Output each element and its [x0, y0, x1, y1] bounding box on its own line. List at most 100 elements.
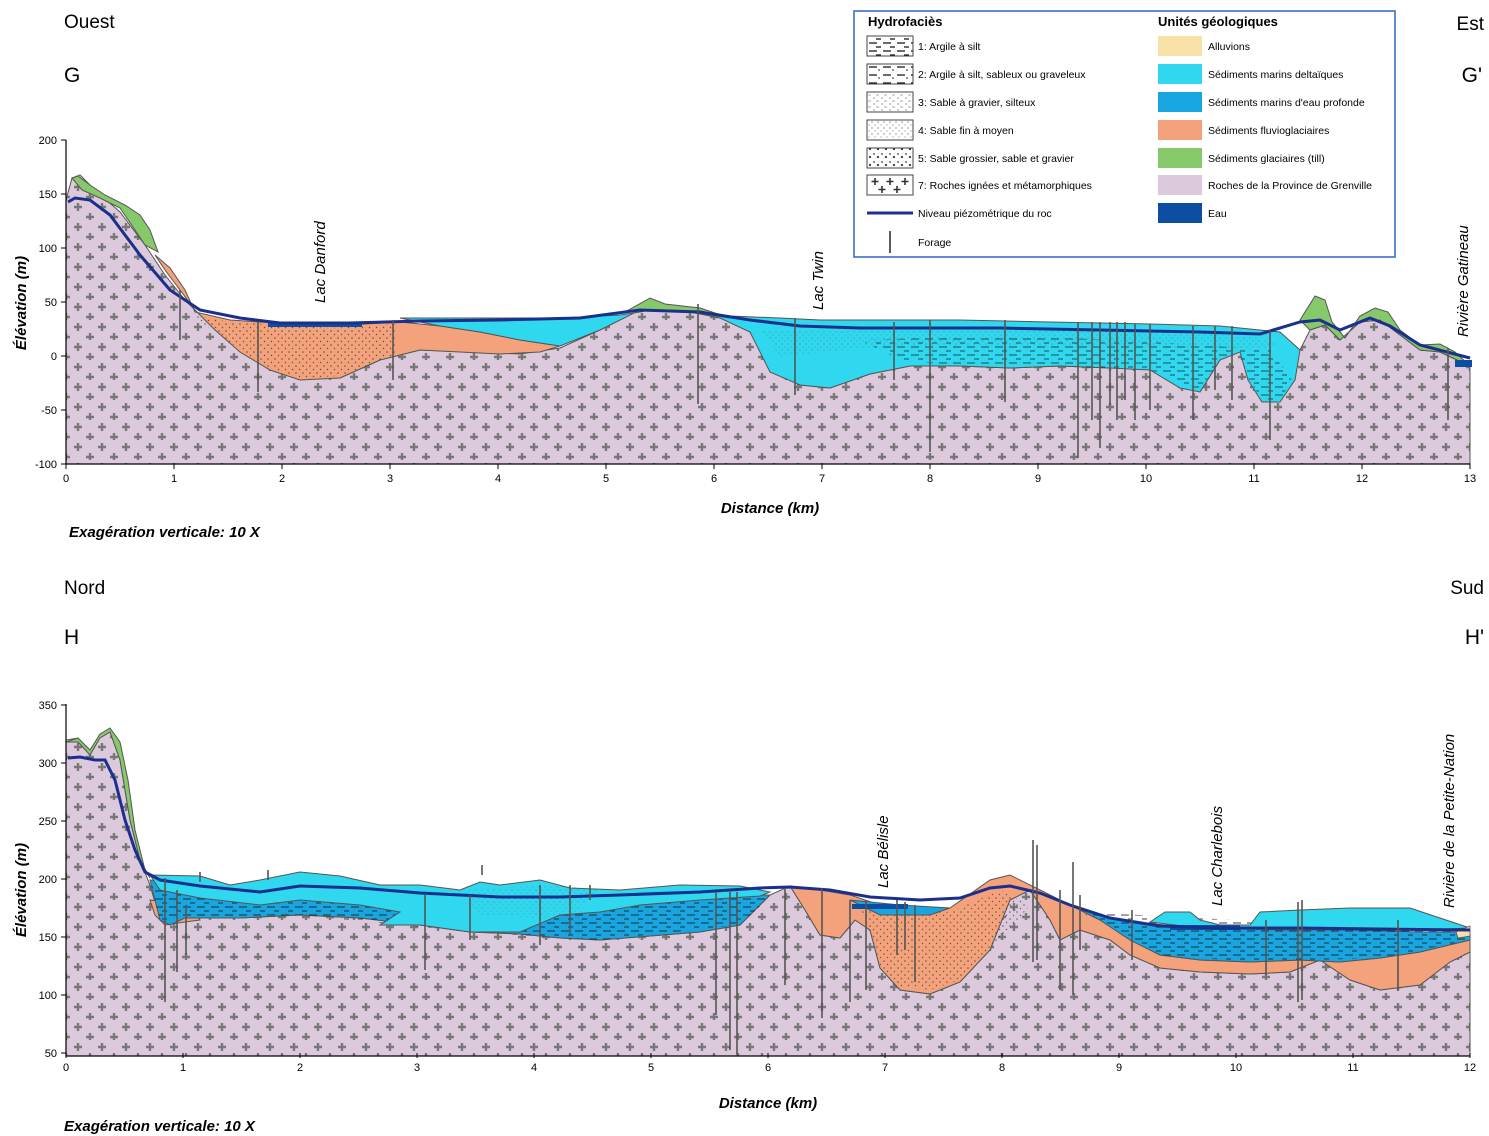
g-x-tick-label: 3 — [387, 473, 393, 485]
legend-swatch-deep-marine — [1158, 92, 1202, 112]
g-place-riviere-gatineau: Rivière Gatineau — [1455, 225, 1472, 337]
legend-swatch-sable-fin — [866, 119, 914, 141]
legend-hydro-item-2: 2: Argile à silt, sableux ou graveleux — [918, 69, 1086, 81]
h-x-tick-label: 12 — [1464, 1062, 1476, 1074]
h-piezometric-line — [67, 755, 1471, 932]
h-place-riviere-petite-nation: Rivière de la Petite-Nation — [1441, 734, 1458, 908]
h-vertical-exaggeration: Exagération verticale: 10 X — [64, 1118, 256, 1135]
h-y-tick-label: 50 — [45, 1048, 57, 1060]
g-x-tick-label: 6 — [711, 473, 717, 485]
g-x-tick-label: 7 — [819, 473, 825, 485]
g-x-tick-label: 13 — [1464, 473, 1476, 485]
h-x-tick-label: 0 — [63, 1062, 69, 1074]
g-x-tick-label: 5 — [603, 473, 609, 485]
g-x-tick-label: 12 — [1356, 473, 1368, 485]
h-boreholes — [164, 840, 1399, 1055]
legend-swatch-argile-sableux — [866, 63, 914, 85]
g-x-tick-label: 2 — [279, 473, 285, 485]
legend-swatch-sable-gravier-silteux — [866, 91, 914, 113]
h-x-tick-marks — [65, 1053, 1471, 1058]
h-place-lac-belisle: Lac Bélisle — [875, 815, 892, 888]
g-vertical-exaggeration: Exagération verticale: 10 X — [69, 524, 261, 541]
h-x-tick-label: 11 — [1347, 1062, 1358, 1074]
g-x-tick-marks — [65, 464, 1471, 469]
legend-swatch-till — [1158, 148, 1202, 168]
g-x-tick-label: 8 — [927, 473, 933, 485]
h-x-tick-label: 2 — [297, 1062, 303, 1074]
legend-geo-item-deltaic: Sédiments marins deltaïques — [1208, 69, 1343, 81]
h-x-tick-label: 7 — [882, 1062, 888, 1074]
legend-geo-item-alluvions: Alluvions — [1208, 41, 1250, 53]
h-deltaic-texture — [460, 885, 600, 918]
legend-swatch-sable-grossier — [866, 147, 914, 169]
g-x-tick-label: 11 — [1248, 473, 1259, 485]
legend-hydro-item-4: 4: Sable fin à moyen — [918, 125, 1014, 137]
legend-swatch-argile-silt — [866, 35, 914, 57]
h-x-tick-label: 1 — [180, 1062, 186, 1074]
legend-hydro-item-7: 7: Roches ignées et métamorphiques — [918, 180, 1092, 192]
legend: Hydrofaciès Unités géologiques 1: Argile… — [853, 10, 1396, 258]
legend-swatch-alluvions — [1158, 36, 1202, 56]
g-x-tick-label: 1 — [171, 473, 177, 485]
legend-geo-title: Unités géologiques — [1158, 14, 1278, 29]
g-x-tick-label: 10 — [1140, 473, 1152, 485]
section-g-left-id: G — [64, 64, 80, 87]
legend-hydro-item-piezo: Niveau piézométrique du roc — [918, 208, 1052, 220]
g-till-west — [71, 175, 159, 254]
legend-geo-item-till: Sédiments glaciaires (till) — [1208, 153, 1325, 165]
h-x-tick-label: 4 — [531, 1062, 537, 1074]
section-h: Nord Sud H H' — [13, 578, 1484, 1135]
g-y-tick-label: 150 — [39, 189, 57, 201]
legend-swatch-fluvioglacial — [1158, 120, 1202, 140]
h-y-tick-label: 250 — [39, 816, 57, 828]
g-piezometric-line — [67, 196, 1471, 360]
legend-hydro-item-3: 3: Sable à gravier, silteux — [918, 97, 1036, 109]
legend-swatch-water — [1158, 203, 1202, 223]
g-y-tick-label: -50 — [41, 405, 57, 417]
g-y-tick-label: 100 — [39, 243, 57, 255]
section-h-left-id: H — [64, 626, 79, 649]
g-y-tick-label: 0 — [51, 351, 57, 363]
g-deep-marine-unit — [860, 336, 1292, 400]
h-x-tick-label: 9 — [1116, 1062, 1122, 1074]
legend-hydro-title: Hydrofaciès — [868, 14, 942, 29]
g-water-riviere-gatineau — [1455, 360, 1472, 367]
legend-geo-item-deep-marine: Sédiments marins d'eau profonde — [1208, 97, 1365, 109]
g-y-tick-label: 50 — [45, 297, 57, 309]
g-x-tick-label: 4 — [495, 473, 501, 485]
h-y-axis-label: Élévation (m) — [13, 843, 30, 937]
legend-hydro-item-forage: Forage — [918, 237, 951, 249]
g-boreholes — [179, 290, 1449, 458]
section-g-west-label: Ouest — [64, 12, 115, 33]
h-place-lac-charlebois: Lac Charlebois — [1209, 805, 1226, 906]
section-h-west-label: Nord — [64, 578, 105, 599]
h-x-axis-label: Distance (km) — [719, 1095, 817, 1112]
section-g-right-id: G' — [1462, 64, 1482, 87]
h-x-tick-label: 10 — [1230, 1062, 1242, 1074]
h-y-tick-marks — [61, 704, 66, 1054]
section-h-right-id: H' — [1465, 626, 1484, 649]
h-x-tick-label: 8 — [999, 1062, 1005, 1074]
g-x-tick-label: 0 — [63, 473, 69, 485]
section-h-east-label: Sud — [1450, 578, 1484, 599]
legend-geo-item-bedrock: Roches de la Province de Grenville — [1208, 180, 1372, 192]
h-x-tick-label: 5 — [648, 1062, 654, 1074]
legend-swatch-roches-ignees-crosses — [871, 178, 909, 193]
h-y-tick-label: 350 — [39, 700, 57, 712]
h-y-tick-label: 150 — [39, 932, 57, 944]
h-x-tick-label: 6 — [765, 1062, 771, 1074]
legend-geo-item-water: Eau — [1208, 208, 1227, 220]
g-y-axis-label: Élévation (m) — [13, 256, 30, 350]
section-g-east-label: Est — [1457, 14, 1485, 35]
h-y-tick-label: 100 — [39, 990, 57, 1002]
g-place-lac-danford: Lac Danford — [312, 221, 329, 303]
h-x-tick-label: 3 — [414, 1062, 420, 1074]
h-water-lac-belisle — [852, 904, 908, 909]
legend-hydro-item-5: 5: Sable grossier, sable et gravier — [918, 153, 1074, 165]
h-y-tick-label: 200 — [39, 874, 57, 886]
